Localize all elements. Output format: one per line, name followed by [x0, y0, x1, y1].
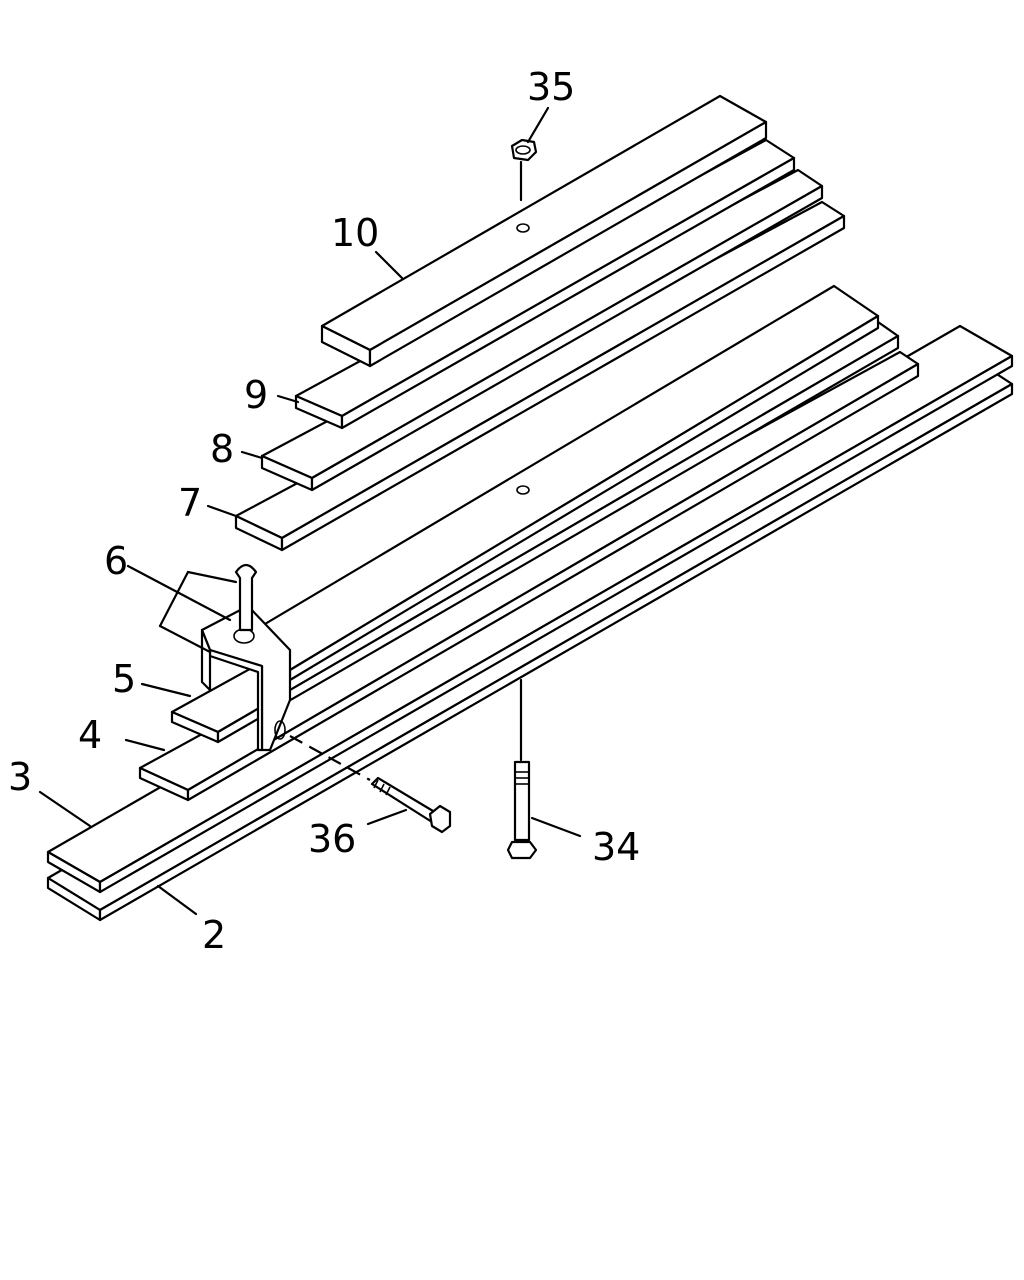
callout-9: 9: [244, 373, 268, 417]
clip-bolt-36: [289, 735, 452, 834]
callout-3: 3: [8, 755, 32, 799]
callout-36: 36: [308, 817, 356, 861]
leader-5: [140, 682, 192, 698]
leader-6c: [158, 624, 212, 654]
leader-6b: [158, 570, 238, 628]
leader-36: [366, 808, 408, 826]
leader-2: [156, 884, 198, 916]
leader-35: [526, 106, 550, 144]
center-hole: [516, 485, 530, 495]
leaf-3: [46, 324, 1014, 894]
callout-8: 8: [210, 427, 234, 471]
leaf-10: [320, 94, 768, 368]
spring-clip: [200, 604, 292, 752]
callout-5: 5: [112, 657, 136, 701]
leader-9: [276, 394, 300, 404]
callout-4: 4: [78, 713, 102, 757]
leader-3: [38, 790, 92, 828]
clip-rivet: [234, 563, 258, 632]
leader-7: [206, 504, 238, 518]
callout-35: 35: [527, 65, 575, 109]
callout-34: 34: [592, 825, 640, 869]
nut-35: [510, 138, 538, 202]
leader-4: [124, 738, 166, 752]
leader-10: [374, 250, 404, 280]
callout-10: 10: [331, 211, 379, 255]
callout-7: 7: [178, 481, 202, 525]
leader-8: [240, 450, 264, 460]
callout-6: 6: [104, 539, 128, 583]
callout-2: 2: [202, 913, 226, 957]
leader-34: [530, 816, 582, 838]
leaf-4: [138, 350, 920, 802]
center-bolt-34: [506, 678, 538, 860]
leader-6a: [126, 564, 232, 622]
